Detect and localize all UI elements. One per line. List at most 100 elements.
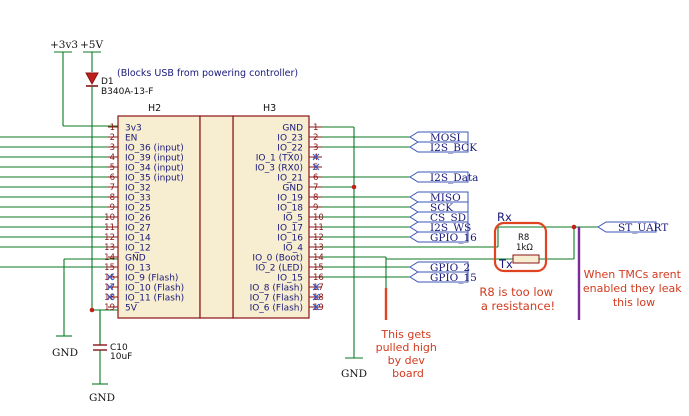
h3-pin-name: IO_5: [283, 214, 303, 224]
h3-pin-name: IO_22: [277, 144, 303, 154]
h2-pin-number: 3: [110, 143, 115, 153]
h2-pin-number: 2: [110, 133, 115, 143]
capacitor-ref: C10: [110, 343, 128, 353]
no-connect-markers: [106, 153, 320, 311]
h3-pin-number: 18: [313, 293, 324, 303]
h2-pin-number: 6: [110, 173, 115, 183]
h3-pin-name: IO_8 (Flash): [250, 284, 303, 294]
h2-pin-name: IO_10 (Flash): [125, 284, 184, 294]
highlight-box-r8: [493, 221, 548, 273]
gnd-label-cap: GND: [89, 392, 115, 404]
h3-pin-number: 8: [313, 193, 318, 203]
net-label-text: MOSI: [430, 132, 461, 144]
resistor-r8: R8 1kΩ: [512, 233, 540, 264]
h2-pin-name: IO_26: [125, 214, 151, 224]
net-label-text: I2S_WS: [430, 222, 471, 234]
diode-symbol: [85, 72, 99, 86]
h3-pin-name: IO_1 (TX0): [256, 154, 303, 164]
h3-pin-number: 13: [313, 243, 324, 253]
h2-pin-number: 11: [104, 223, 115, 233]
h3-pin-number: 14: [313, 253, 324, 263]
h2-pin-name: IO_9 (Flash): [125, 274, 178, 284]
power-3v3-label: +3v3: [50, 39, 78, 51]
net-label-cs-sd: CS_SD: [409, 211, 469, 224]
net-label-text: I2S_BCK: [430, 142, 477, 154]
h2-pin-number: 7: [110, 183, 115, 193]
net-label-text: I2S_Data: [430, 172, 478, 184]
net-label-text: GPIO_15: [430, 272, 477, 284]
h3-pin-number: 12: [313, 233, 324, 243]
h3-pin-name: IO_2 (LED): [256, 264, 303, 274]
net-labels: MOSII2S_BCKI2S_DataMISOSCKCS_SDI2S_WSGPI…: [409, 131, 668, 284]
h2-pin-name: IO_34 (input): [125, 164, 184, 174]
h2-pin-name: 3v3: [125, 124, 142, 134]
net-label-text: ST_UART: [618, 222, 668, 234]
h3-pin-number: 3: [313, 143, 318, 153]
h2-pin-name: IO_36 (input): [125, 144, 184, 154]
junction-dot: [351, 184, 357, 190]
h2-pin-name: GND: [125, 254, 146, 264]
h2-pin-name: IO_11 (Flash): [125, 294, 184, 304]
h3-pin-name: IO_4: [283, 244, 303, 254]
diode-ref: D1: [101, 77, 114, 87]
h2-pin-number: 13: [104, 243, 115, 253]
h2-pin-name: IO_13: [125, 264, 151, 274]
junction-dot: [89, 307, 95, 313]
h3-pin-number: 19: [313, 303, 324, 313]
h2-pin-name: IO_25: [125, 204, 151, 214]
h2-pin-number: 4: [110, 153, 115, 163]
resistor-body: [512, 254, 540, 264]
h3-pin-name: IO_17: [277, 224, 303, 234]
h3-pin-name: IO_19: [277, 194, 303, 204]
h3-pin-name: GND: [282, 124, 303, 134]
net-label-i2s-data: I2S_Data: [409, 171, 478, 184]
capacitor-c10: C10 10uF GND: [89, 310, 132, 404]
h3-pin-number: 2: [313, 133, 318, 143]
resistor-value: 1kΩ: [516, 243, 533, 253]
net-label-text: GPIO_16: [430, 232, 477, 244]
h2-gnd-net: GND: [52, 258, 118, 359]
net-label-i2s-bck: I2S_BCK: [409, 141, 477, 154]
h3-pin-name: IO_7 (Flash): [250, 294, 303, 304]
h3-pin-number: 16: [313, 273, 324, 283]
h2-pin-name: IO_12: [125, 244, 151, 254]
h2-pin-number: 8: [110, 193, 115, 203]
left-bus-wires: [0, 136, 108, 268]
net-label-st-uart: ST_UART: [597, 221, 668, 234]
h3-pin-number: 9: [313, 203, 318, 213]
h3-pin-name: IO_3 (RX0): [255, 164, 303, 174]
h3-pin-name: IO_6 (Flash): [250, 304, 303, 314]
net-label-gpio-16: GPIO_16: [409, 231, 477, 244]
net-label-i2s-ws: I2S_WS: [409, 221, 471, 234]
gnd-label-right: GND: [341, 368, 367, 380]
h2-pin-name: IO_35 (input): [125, 174, 184, 184]
h3-pin-number: 4: [313, 153, 318, 163]
h2-pin-name: IO_33: [125, 194, 151, 204]
tmc-note: When TMCs arent enabled they leak this l…: [583, 268, 685, 309]
h2-pin-number: 10: [104, 213, 115, 223]
h2-pin-number: 15: [104, 263, 115, 273]
h2-pin-number: 14: [104, 253, 115, 263]
net-label-sck: SCK: [409, 201, 469, 214]
h3-pin-name: IO_21: [277, 174, 303, 184]
rx-label: Rx: [497, 210, 512, 224]
diode-d1: D1 B340A-13-F (Blocks USB from powering …: [85, 68, 298, 345]
h3-pin-name: IO_18: [277, 204, 303, 214]
h2-pin-name: IO_14: [125, 234, 151, 244]
h3-pin-name: IO_0 (Boot): [252, 254, 303, 264]
tx-label: Tx: [498, 257, 513, 271]
net-label-miso: MISO: [409, 191, 469, 204]
h3-pin-number: 10: [313, 213, 324, 223]
h3-pin-number: 11: [313, 223, 324, 233]
pulled-high-note: This gets pulled high by dev board: [376, 328, 441, 380]
net-label-text: GPIO_2: [430, 262, 470, 274]
capacitor-value: 10uF: [110, 352, 132, 362]
right-wiring: GND: [322, 126, 598, 380]
h3-pin-number: 17: [313, 283, 324, 293]
h2-pin-number: 5: [110, 163, 115, 173]
net-label-gpio-2: GPIO_2: [409, 261, 470, 274]
